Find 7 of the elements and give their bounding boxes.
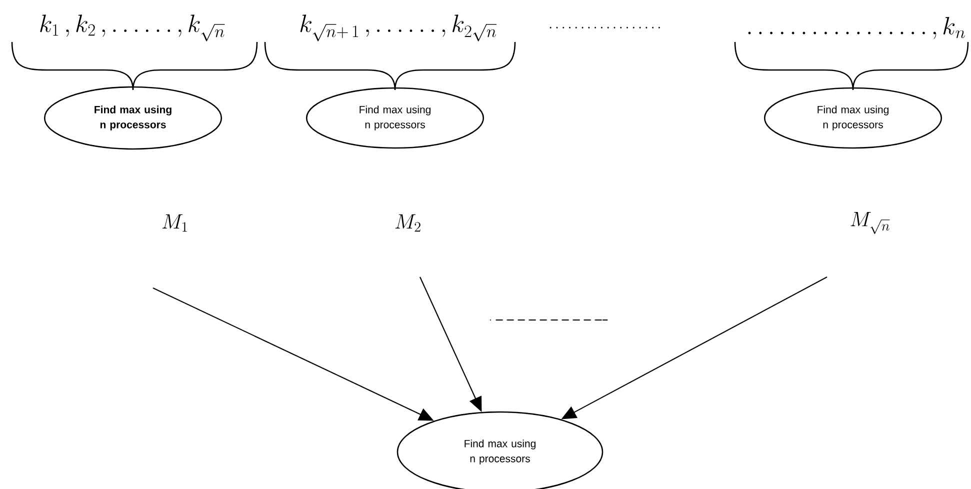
result-label: $M_2$ — [395, 214, 420, 232]
result-label: $M_{\sqrt{n}}$ — [850, 212, 890, 234]
sequence-label: $k_{\sqrt{n}+\,1}\,, \ldots\ldots, k_{2\sqrt{n}}$ — [300, 14, 496, 42]
sequence-label: $k_1\,, k_2\,, \ldots\ldots, k_{\sqrt{n}}$ — [40, 14, 225, 42]
result-label: $M_1$ — [162, 214, 187, 232]
sequence-label: $\ldots\ldots.\ldots\ldots.\ldots, k_n$ — [748, 16, 965, 40]
sequence-label: $\cdots\cdots\cdots\cdots\cdots\cdots$ — [550, 26, 660, 28]
